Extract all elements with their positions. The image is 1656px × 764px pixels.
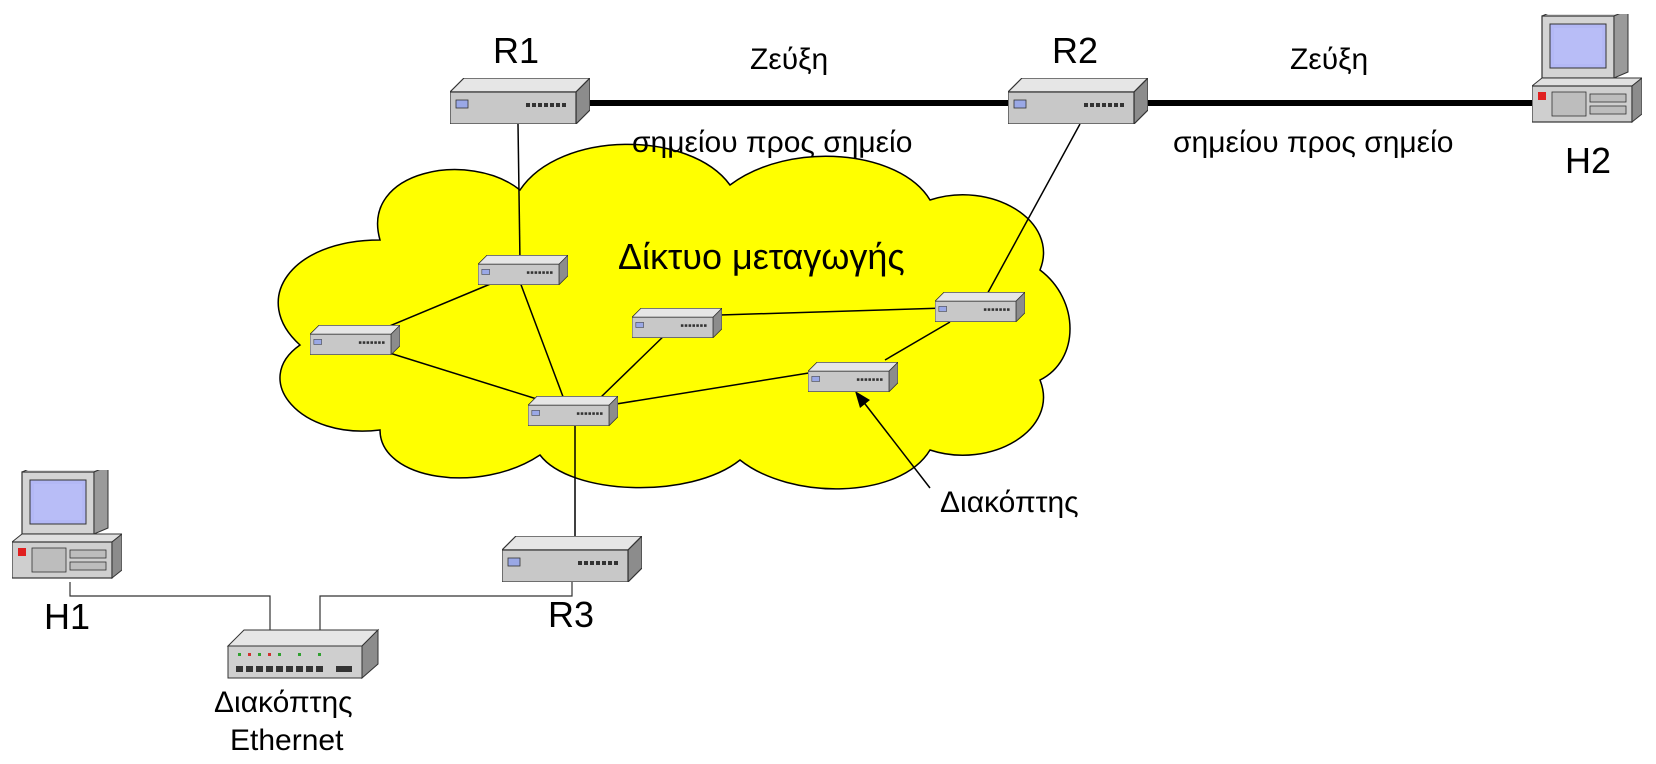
switch-callout-arrow (861, 399, 931, 489)
switch-callout-label: Διακόπτης (940, 486, 1079, 519)
network-switch[interactable] (808, 362, 898, 392)
router-r2-label: R2 (1052, 30, 1099, 71)
router-r1-label: R1 (493, 30, 540, 71)
network-switch[interactable] (935, 292, 1025, 322)
link-right-subtitle: σημείου προς σημείο (1173, 126, 1454, 159)
network-switch[interactable] (632, 308, 722, 338)
router-r3[interactable] (502, 536, 642, 582)
network-switch[interactable] (528, 396, 618, 426)
router-r2[interactable] (1008, 78, 1148, 124)
network-switch[interactable] (310, 325, 400, 355)
cloud-label: Δίκτυο μεταγωγής (618, 236, 905, 277)
link-right-title: Ζεύξη (1290, 43, 1369, 76)
link-left-subtitle: σημείου προς σημείο (632, 126, 913, 159)
host-h2-computer[interactable] (1532, 10, 1642, 123)
network-switch[interactable] (478, 255, 568, 285)
router-r1[interactable] (450, 78, 590, 124)
router-r3-label: R3 (548, 594, 595, 635)
host-h1-computer[interactable] (12, 466, 122, 579)
ethernet-switch[interactable] (226, 628, 380, 680)
link-left-title: Ζεύξη (750, 43, 829, 76)
ethernet-switch-label-line2: Ethernet (230, 724, 344, 757)
thin-connections (379, 123, 1081, 540)
ethernet-switch-label-line1: Διακόπτης (214, 686, 353, 719)
ethernet-cables (69, 580, 573, 662)
host-h2-label: H2 (1565, 140, 1612, 181)
host-h1-label: H1 (44, 596, 91, 637)
